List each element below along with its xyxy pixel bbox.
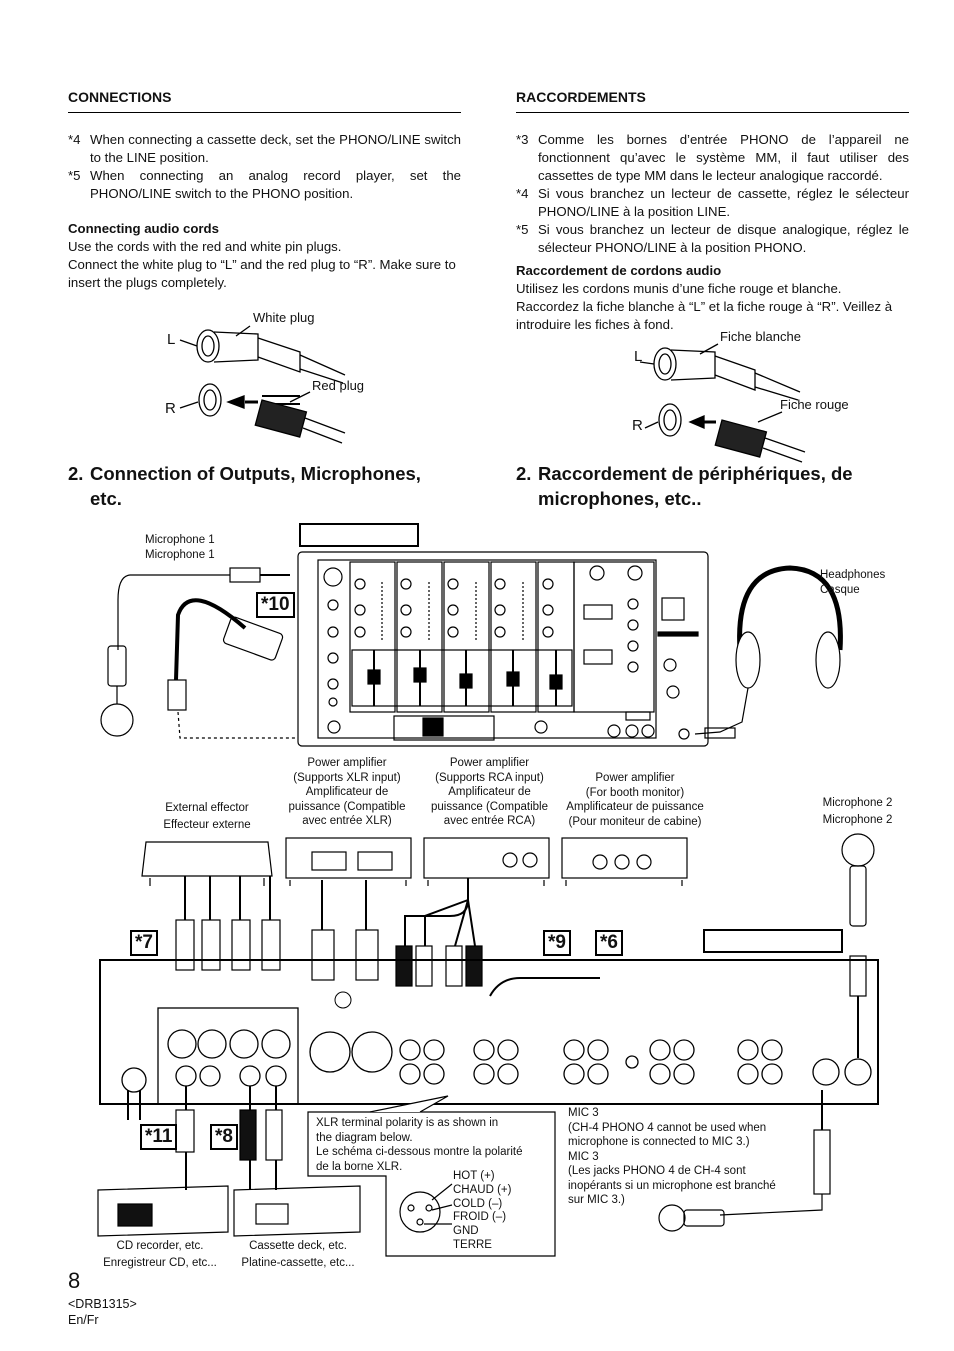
plug-r-label: R	[632, 417, 643, 434]
note-marker: *4	[68, 132, 81, 147]
white-plug-illustration	[179, 325, 346, 384]
mixer-top-view	[297, 523, 709, 747]
mixer-knobs	[327, 565, 690, 740]
microphone-1-illustration	[100, 567, 298, 739]
note-marker: *3	[516, 132, 529, 147]
devices-row	[141, 837, 688, 886]
white-plug-illustration	[639, 343, 801, 401]
cd-recorder-label: CD recorder, etc. Enregistreur CD, etc..…	[103, 1240, 217, 1269]
paragraph: Use the cords with the red and white pin…	[68, 239, 342, 254]
note-text: Si vous branchez un lecteur de disque an…	[538, 222, 909, 255]
mic1-label: Microphone 1 Microphone 1	[145, 534, 215, 561]
mic3-note: MIC 3 (CH-4 PHONO 4 cannot be used when …	[568, 1107, 776, 1206]
note-marker: *4	[516, 186, 529, 201]
section-heading: 2. Connection of Outputs, Microphones, et…	[68, 461, 463, 511]
doc-code: <DRB1315>	[68, 1297, 137, 1311]
section-title-line2: etc.	[90, 488, 122, 509]
section-number: 2.	[516, 463, 532, 484]
note-5: *5 Si vous branchez un lecteur de disque…	[516, 221, 909, 257]
callout-7: *7	[130, 930, 158, 956]
xlr-pin-labels: HOT (+) CHAUD (+) COLD (–) FROID (–) GND…	[453, 1170, 512, 1251]
note-marker: *5	[68, 168, 81, 183]
paragraph: Utilisez les cordons munis d’une fiche r…	[516, 281, 842, 296]
note-3: *3 Comme les bornes d’entrée PHONO de l’…	[516, 131, 909, 185]
section-heading: 2. Raccordement de périphériques, de micr…	[516, 461, 911, 511]
left-column: CONNECTIONS *4 When connecting a cassett…	[68, 88, 461, 292]
paragraph: Connect the white plug to “L” and the re…	[68, 257, 456, 290]
ground-icon	[334, 991, 352, 1009]
red-plug-label: Fiche rouge	[780, 397, 849, 412]
plugs-row	[175, 919, 483, 987]
plug-l-label: L	[167, 331, 176, 348]
note-text: Comme les bornes d’entrée PHONO de l’app…	[538, 132, 909, 183]
sub-heading: Raccordement de cordons audio	[516, 263, 722, 278]
power-amp-booth-label: Power amplifier (For booth monitor) Ampl…	[566, 772, 704, 828]
plug-l-label: L	[634, 348, 643, 365]
white-plug-label: Fiche blanche	[720, 329, 801, 344]
note-text: Si vous branchez un lecteur de cassette,…	[538, 186, 909, 219]
callout-11: *11	[140, 1124, 178, 1150]
cables	[184, 876, 476, 947]
callout-6: *6	[595, 930, 623, 956]
section-number: 2.	[68, 463, 84, 484]
xlr-note: XLR terminal polarity is as shown in the…	[316, 1117, 523, 1173]
note-4: *4 When connecting a cassette deck, set …	[68, 131, 461, 167]
power-amp-rca-label: Power amplifier (Supports RCA input) Amp…	[431, 757, 548, 827]
doc-footer: <DRB1315> En/Fr	[68, 1296, 137, 1328]
note-5: *5 When connecting an analog record play…	[68, 167, 461, 203]
note-4: *4 Si vous branchez un lecteur de casset…	[516, 185, 909, 221]
mic2-label: Microphone 2 Microphone 2	[822, 797, 893, 826]
recorders	[97, 1185, 361, 1237]
note-text: When connecting a cassette deck, set the…	[90, 132, 461, 165]
right-column: RACCORDEMENTS *3 Comme les bornes d’entr…	[516, 88, 909, 334]
note-text: When connecting an analog record player,…	[90, 168, 461, 201]
headphones-illustration	[694, 565, 843, 739]
red-plug-illustration	[179, 383, 346, 444]
connections-heading: CONNECTIONS	[68, 88, 461, 113]
power-amp-xlr-label: Power amplifier (Supports XLR input) Amp…	[288, 757, 406, 827]
callout-8: *8	[210, 1124, 238, 1150]
paragraph: Raccordez la fiche blanche à “L” et la f…	[516, 299, 893, 332]
cassette-deck-label: Cassette deck, etc. Platine-cassette, et…	[241, 1240, 355, 1269]
mixer-rear-panel	[99, 959, 879, 1120]
white-plug-label: White plug	[253, 310, 315, 325]
section-title-line2: microphones, etc..	[538, 488, 702, 509]
microphone-2-illustration	[841, 833, 875, 1058]
red-plug-illustration	[644, 403, 806, 463]
doc-lang: En/Fr	[68, 1313, 99, 1327]
note-marker: *5	[516, 222, 529, 237]
raccordements-heading: RACCORDEMENTS	[516, 88, 909, 113]
headphones-label: Headphones Casque	[820, 569, 886, 596]
section-title-line1: Raccordement de périphériques, de	[538, 463, 853, 484]
mixer-logo	[489, 977, 600, 997]
effector-label: External effector Effecteur externe	[163, 802, 251, 831]
red-plug-label: Red plug	[312, 378, 365, 393]
label-bar	[703, 929, 843, 953]
page-number: 8	[68, 1268, 81, 1293]
sub-heading: Connecting audio cords	[68, 221, 219, 236]
callout-9: *9	[543, 930, 571, 956]
callout-10: *10	[256, 592, 295, 618]
xlr-note-box	[307, 1095, 556, 1257]
microphone-3-illustration	[658, 1090, 831, 1232]
channel-strips	[349, 561, 655, 741]
plug-r-label: R	[165, 400, 176, 417]
section-title-line1: Connection of Outputs, Microphones,	[90, 463, 421, 484]
